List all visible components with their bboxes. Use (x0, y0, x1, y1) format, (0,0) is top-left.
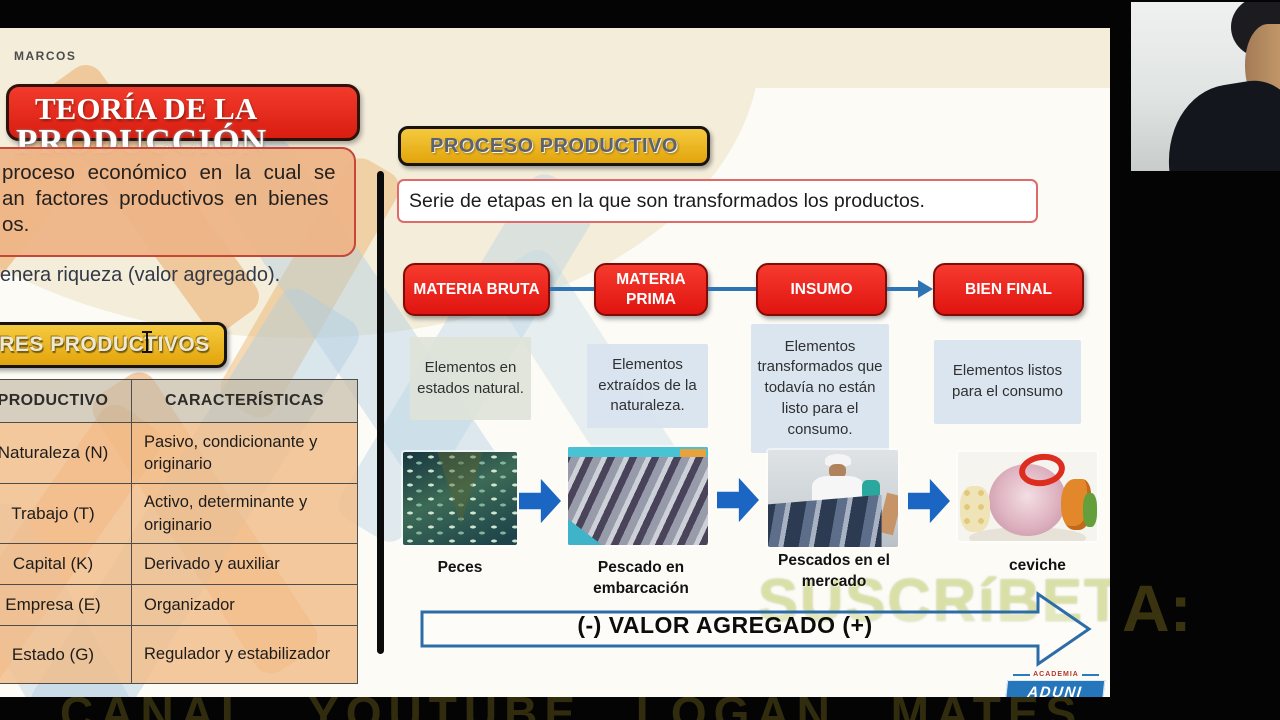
lesson-title-banner: TEORÍA DE LA (6, 84, 360, 141)
table-header-traits: CARACTERÍSTICAS (131, 379, 358, 423)
photo-detail (988, 464, 1067, 536)
process-subtitle-box: Serie de etapas en la que son transforma… (397, 179, 1038, 223)
table-cell-traits: Organizador (131, 584, 358, 626)
logo-dash (1013, 673, 1031, 676)
photo-detail (768, 494, 882, 547)
table-cell-factor: Trabajo (T) (0, 483, 132, 544)
table-cell-traits: Regulador y estabilizador (131, 625, 358, 684)
table-cell-traits: Pasivo, condicionante y originario (131, 422, 358, 484)
column-divider (377, 171, 384, 654)
photo-detail (680, 449, 706, 457)
photo-detail (568, 519, 602, 545)
subscribe-watermark-suffix: A: (1122, 571, 1192, 645)
wealth-note: enera riqueza (valor agregado). (0, 264, 281, 286)
definition-box: proceso económico en la cual se an facto… (0, 147, 356, 257)
table-cell-traits: Activo, determinante y originario (131, 483, 358, 544)
definition-line: an factores productivos en bienes (2, 187, 329, 210)
logo-dash (1081, 673, 1099, 676)
table-cell-factor: Empresa (E) (0, 584, 132, 626)
factors-table: PRODUCTIVO CARACTERÍSTICAS Naturaleza (N… (0, 379, 358, 684)
photo-detail (825, 454, 852, 466)
definition-line: os. (2, 213, 30, 236)
stage-description-materia-bruta: Elementos en estados natural. (410, 337, 531, 420)
table-header-factor: PRODUCTIVO (0, 379, 132, 423)
stage-connector-arrowhead-icon (918, 280, 933, 298)
subscribe-watermark: SUSCRíBETE (758, 567, 1110, 634)
stage-button-materia-bruta: MATERIA BRUTA (403, 263, 550, 316)
table-cell-factor: Capital (K) (0, 543, 132, 585)
photo-caption: Peces (437, 559, 483, 576)
photo-detail (829, 464, 847, 478)
value-added-arrow (420, 591, 1092, 667)
photo-detail (862, 480, 880, 500)
table-cell-traits: Derivado y auxiliar (131, 543, 358, 585)
brand-text: MARCOS (14, 49, 77, 63)
photo-detail (960, 485, 990, 533)
logo-name-text: ADUNI (1026, 683, 1084, 698)
webcam-overlay (1131, 2, 1280, 171)
photo-caption: ceviche (1009, 557, 1066, 574)
stage-connector (887, 287, 920, 291)
right-arrow-icon (717, 477, 759, 523)
photo-detail (568, 447, 708, 457)
table-cell-factor: Estado (G) (0, 625, 132, 684)
photo-fish-market (768, 450, 898, 547)
photo-caption: Pescado en embarcación (593, 559, 689, 597)
right-arrow-icon (908, 478, 950, 524)
stage-description-bien-final: Elementos listos para el consumo (934, 340, 1081, 424)
stage-button-materia-prima: MATERIA PRIMA (594, 263, 708, 316)
stage-connector (708, 287, 756, 291)
table-cell-factor: Naturaleza (N) (0, 422, 132, 484)
text-cursor (142, 331, 152, 353)
logo-academy-text: ACADEMIA (1033, 671, 1079, 678)
presentation-slide: SUSCRíBETE MARCOS TEORÍA DE LA PRODUCCIÓ… (0, 28, 1110, 697)
right-arrow-icon (519, 478, 561, 524)
definition-line: proceso económico en la cual se (2, 161, 336, 184)
aduni-logo: ACADEMIA ADUNI (1004, 671, 1106, 698)
photo-caption: Pescados en el mercado (777, 552, 890, 590)
value-added-label: (-) VALOR AGREGADO (+) (577, 612, 873, 638)
stage-connector (550, 287, 594, 291)
process-banner: PROCESO PRODUCTIVO (398, 126, 710, 166)
stage-button-bien-final: BIEN FINAL (933, 263, 1084, 316)
photo-fish-school (403, 452, 517, 545)
logo-box: ADUNI (1004, 680, 1106, 698)
stage-description-insumo: Elementos transformados que todavía no e… (751, 324, 889, 453)
stage-button-insumo: INSUMO (756, 263, 887, 316)
photo-caught-fish (568, 447, 708, 545)
photo-detail (437, 452, 483, 525)
photo-ceviche (958, 452, 1097, 541)
photo-detail (1083, 492, 1097, 527)
presenter-shirt (1157, 73, 1280, 171)
stage-description-materia-prima: Elementos extraídos de la naturaleza. (587, 344, 708, 428)
factors-banner: RES PRODUCTIVOS (0, 322, 227, 368)
